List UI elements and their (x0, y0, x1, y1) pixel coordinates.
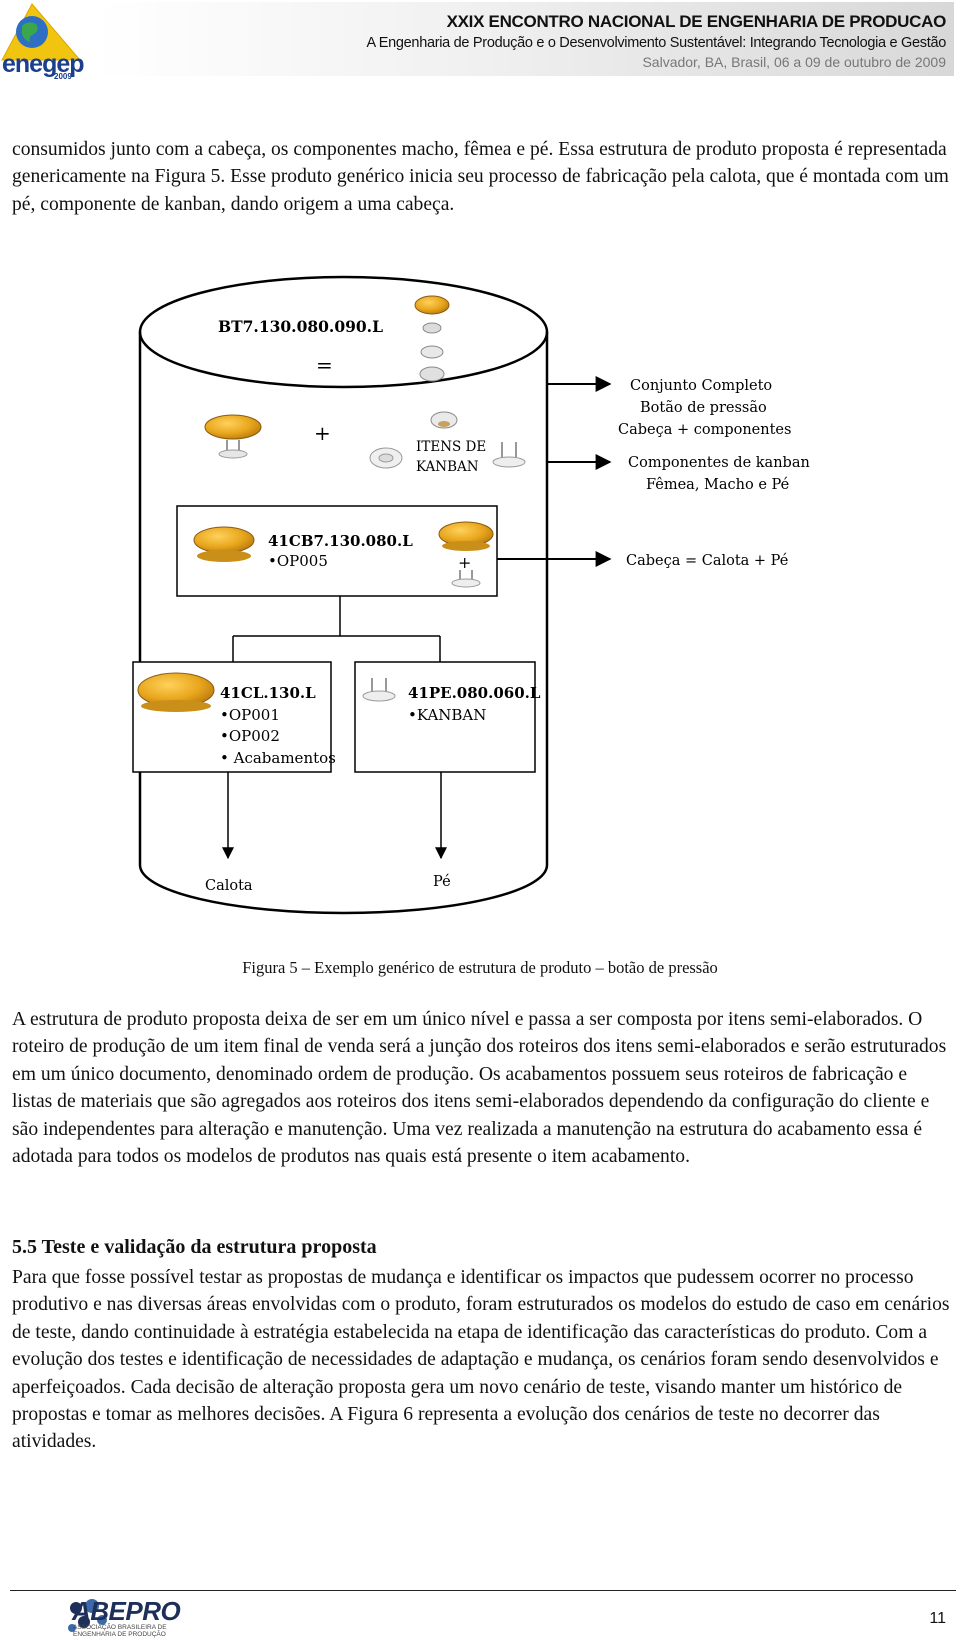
cylinder-container (138, 275, 549, 915)
body-paragraph-1: consumidos junto com a cabeça, os compon… (12, 139, 949, 215)
page-number: 11 (929, 1610, 946, 1627)
calota-op3: • Acabamentos (220, 749, 336, 767)
calota-op2: •OP002 (220, 727, 280, 745)
body-paragraph-3: Para que fosse possível testar as propos… (12, 1267, 950, 1453)
calota-code: 41CL.130.L (220, 684, 316, 702)
footer-rule (10, 1590, 956, 1591)
abepro-subtitle: ASSOCIAÇÃO BRASILEIRA DE ENGENHARIA DE P… (73, 1624, 167, 1638)
head-code: 41CB7.130.080.L (268, 532, 413, 550)
label-calota: Calota (205, 878, 253, 894)
body-paragraph-2: A estrutura de produto proposta deixa de… (12, 1009, 947, 1168)
logo-text: enegep (2, 50, 85, 78)
abepro-wordmark: ABEPRO (72, 1596, 181, 1626)
label-cabeca-calota-pe: Cabeça = Calota + Pé (626, 553, 788, 569)
head-box-calota-icon (193, 526, 255, 562)
head-operation: •OP005 (268, 552, 328, 570)
label-conjunto-completo: Conjunto Completo (630, 378, 772, 394)
page-header: enegep 2009 XXIX ENCONTRO NACIONAL DE EN… (0, 0, 960, 81)
plus-sign-head: + (458, 553, 471, 572)
tree-connector (232, 596, 441, 662)
pe-icon (362, 678, 396, 702)
logo-continent (22, 22, 38, 42)
kanban-items-icon (369, 411, 526, 469)
head-icon (204, 414, 262, 459)
plus-sign-top: + (314, 421, 331, 445)
logo-year: 2009 (54, 72, 72, 81)
pe-code: 41PE.080.060.L (408, 684, 541, 702)
label-pe: Pé (433, 874, 451, 890)
enegep-logo (1, 3, 82, 61)
conference-title: XXIX ENCONTRO NACIONAL DE ENGENHARIA DE … (446, 12, 947, 31)
button-exploded-icon (414, 295, 450, 382)
pe-operation: •KANBAN (408, 706, 486, 724)
label-cabeca-componentes: Cabeça + componentes (618, 422, 791, 438)
calota-op1: •OP001 (220, 706, 280, 724)
equals-sign: = (316, 353, 333, 377)
label-botao-pressao: Botão de pressão (640, 400, 767, 416)
section-title: 5.5 Teste e validação da estrutura propo… (12, 1236, 377, 1258)
label-itens-de: ITENS DE (416, 439, 486, 455)
conference-subtitle: A Engenharia de Produção e o Desenvolvim… (366, 35, 946, 51)
label-componentes-kanban: Componentes de kanban (628, 455, 810, 471)
header-band: XXIX ENCONTRO NACIONAL DE ENGENHARIA DE … (96, 2, 954, 76)
label-kanban: KANBAN (416, 459, 479, 475)
figure-5-product-structure: BT7.130.080.090.L = Conjunto Completo Bo… (100, 270, 860, 950)
abepro-logo-icon (68, 1599, 107, 1632)
figure-caption: Figura 5 – Exemplo genérico de estrutura… (242, 958, 718, 977)
top-product-code: BT7.130.080.090.L (218, 317, 383, 336)
conference-location-date: Salvador, BA, Brasil, 06 a 09 de outubro… (642, 54, 946, 70)
label-femea-macho-pe: Fêmea, Macho e Pé (646, 477, 789, 493)
head-box-calota-small-icon (438, 521, 494, 588)
calota-icon (137, 672, 215, 712)
